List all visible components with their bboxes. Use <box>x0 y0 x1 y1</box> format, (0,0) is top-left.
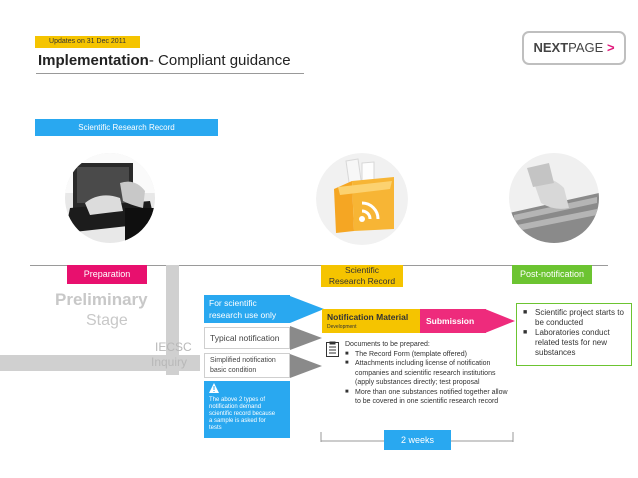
iecsc-inquiry-line1: IECSC <box>155 340 192 354</box>
phase-scientific-line2: Research Record <box>328 276 396 286</box>
next-label-bold: NEXT <box>533 40 569 55</box>
simplified-arrow <box>290 354 322 378</box>
warning-line-2: notification demand <box>209 404 262 410</box>
title-underline <box>36 73 304 74</box>
notification-material-label: Notification Material <box>327 312 409 322</box>
option-simplified-line1: Simplified notification <box>210 357 276 364</box>
warning-line-1: The above 2 types of <box>209 397 266 403</box>
preparation-photo <box>65 153 155 243</box>
submission-arrow <box>485 309 515 333</box>
folder-rss-icon <box>316 153 408 245</box>
scientific-arrow <box>290 296 324 323</box>
page-title: Implementation- Compliant guidance <box>38 52 291 69</box>
warning-line-4: a sample is asked for <box>209 418 266 424</box>
option-scientific-research: For scientific research use only <box>204 295 290 323</box>
title-rest: - Compliant guidance <box>148 52 291 69</box>
option-typical-notification: Typical notification <box>204 327 290 349</box>
option-simplified-notification: Simplified notification basic condition <box>204 353 290 378</box>
document-item: More than one substances notified togeth… <box>345 388 510 407</box>
phase-scientific-line1: Scientific <box>344 265 379 275</box>
next-label-rest: PAGE <box>568 40 604 55</box>
document-item: Attachments including license of notific… <box>345 359 510 388</box>
phase-post-notification: Post-notification <box>512 265 592 284</box>
clipboard-icon <box>326 341 339 357</box>
document-item: The Record Form (template offered) <box>345 350 510 360</box>
next-page-button[interactable]: NEXTPAGE > <box>522 31 626 65</box>
phase-preparation: Preparation <box>67 265 147 284</box>
option-simplified-line2: basic condition <box>210 367 257 374</box>
preliminary-stage-line1: Preliminary <box>55 290 148 309</box>
stage-band <box>0 355 200 371</box>
section-label: Scientific Research Record <box>35 119 218 136</box>
post-item: Scientific project starts to be conducte… <box>523 308 627 328</box>
preliminary-stage-line2: Stage <box>86 312 128 329</box>
post-item: Laboratories conduct related tests for n… <box>523 328 627 358</box>
warning-line-5: tests <box>209 425 222 431</box>
option-scientific-line2: research use only <box>209 310 277 320</box>
post-notification-box: Scientific project starts to be conducte… <box>516 303 632 366</box>
title-bold: Implementation <box>38 52 149 69</box>
typical-arrow <box>290 326 322 350</box>
warning-note: The above 2 types of notification demand… <box>204 381 290 438</box>
update-badge: Updates on 31 Dec 2011 <box>35 36 140 48</box>
iecsc-inquiry-line2: Inquiry <box>151 355 188 369</box>
warning-line-3: scientific record because <box>209 411 276 417</box>
stage-divider <box>166 265 179 375</box>
documents-list: Documents to be prepared: The Record For… <box>345 340 510 407</box>
option-scientific-line1: For scientific <box>209 298 257 308</box>
duration-badge: 2 weeks <box>384 430 451 450</box>
notification-material-sub: Development <box>327 324 357 330</box>
submission-step: Submission <box>420 309 486 333</box>
post-notification-photo <box>509 153 599 243</box>
timeline-line <box>30 265 608 266</box>
documents-heading: Documents to be prepared: <box>345 341 430 348</box>
warning-icon <box>209 383 219 393</box>
chevron-right-icon: > <box>606 40 615 55</box>
